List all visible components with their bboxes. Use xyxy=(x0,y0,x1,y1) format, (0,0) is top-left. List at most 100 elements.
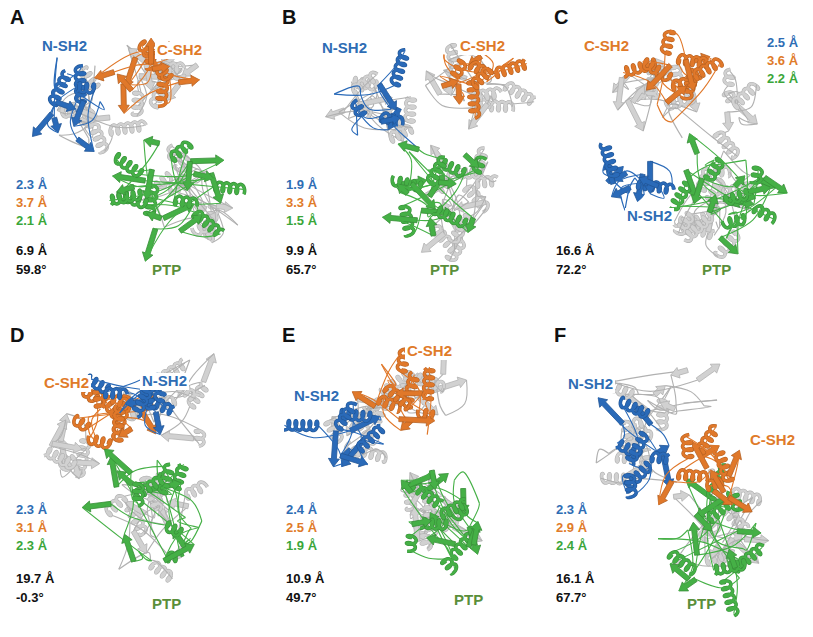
strand xyxy=(673,490,689,501)
value-label: 19.7 Å xyxy=(14,572,56,586)
strand xyxy=(429,470,440,490)
loop xyxy=(670,79,694,93)
protein-ribbon xyxy=(600,30,787,257)
helix-outline xyxy=(715,560,745,575)
helix xyxy=(284,421,318,431)
domain-ribbon xyxy=(613,58,700,131)
loop xyxy=(632,457,651,497)
helix-outline xyxy=(133,483,143,506)
domain-label: N-SH2 xyxy=(320,40,369,57)
value-label: 49.7° xyxy=(284,591,319,605)
loop xyxy=(428,170,456,184)
panel-letter: B xyxy=(280,6,298,28)
helix xyxy=(694,59,722,79)
domain-label: N-SH2 xyxy=(625,208,674,225)
domain-ribbon xyxy=(421,145,497,261)
helix xyxy=(353,72,378,94)
value-label: 2.4 Å xyxy=(284,503,319,517)
helix-outline xyxy=(171,142,192,161)
strand xyxy=(723,112,734,131)
helix-outline xyxy=(174,196,197,207)
helix xyxy=(491,101,514,111)
helix xyxy=(358,424,383,452)
domain-ribbon xyxy=(658,426,752,513)
helix xyxy=(133,483,143,506)
loop xyxy=(88,89,95,152)
domain-label: C-SH2 xyxy=(42,375,91,392)
helix-outline xyxy=(44,448,76,468)
strand xyxy=(201,354,216,383)
loop xyxy=(409,152,437,180)
loop xyxy=(706,232,718,257)
value-label: 65.7° xyxy=(284,263,319,277)
helix xyxy=(751,167,762,183)
helix xyxy=(195,430,205,446)
domain-label: PTP xyxy=(150,262,183,279)
loop xyxy=(404,168,479,206)
strand xyxy=(438,178,456,189)
value-label: 3.6 Å xyxy=(765,54,800,68)
domain-label: N-SH2 xyxy=(566,376,615,393)
domain-ribbon xyxy=(623,30,722,122)
strand xyxy=(463,153,479,168)
loop xyxy=(76,448,87,459)
domain-label: C-SH2 xyxy=(582,38,631,55)
value-label: 2.2 Å xyxy=(765,72,800,86)
protein-ribbon xyxy=(32,38,244,261)
domain-ribbon xyxy=(284,403,383,467)
strand xyxy=(665,86,687,105)
loop xyxy=(352,392,399,419)
domain-ribbon xyxy=(32,58,104,152)
helix-outline xyxy=(105,388,128,398)
loop xyxy=(109,174,193,201)
strand xyxy=(76,458,99,469)
domain-ribbon xyxy=(425,44,535,129)
loop xyxy=(665,386,704,406)
panel-letter: D xyxy=(8,324,26,346)
helix xyxy=(625,475,636,498)
loop xyxy=(659,458,688,504)
helix-outline xyxy=(625,475,636,498)
domain-label: PTP xyxy=(428,262,461,279)
helix xyxy=(156,173,171,188)
domain-label: PTP xyxy=(685,596,718,613)
loop xyxy=(142,194,221,204)
domain-ribbon xyxy=(334,50,417,148)
loop xyxy=(88,413,131,428)
helix-outline xyxy=(406,536,416,552)
loop xyxy=(70,95,79,139)
strand xyxy=(646,63,672,90)
domain-ribbon xyxy=(382,141,486,236)
helix xyxy=(423,368,434,400)
domain-ribbon xyxy=(142,145,238,242)
loop xyxy=(52,420,65,444)
loop xyxy=(419,150,444,160)
loop xyxy=(446,380,467,416)
strand xyxy=(118,427,132,438)
strand xyxy=(707,195,718,213)
helix-outline xyxy=(682,435,693,458)
strand xyxy=(116,184,134,195)
helix-outline xyxy=(165,522,182,535)
loop xyxy=(725,177,765,201)
strand xyxy=(153,412,164,435)
value-label: 1.9 Å xyxy=(284,178,319,192)
helix xyxy=(627,433,647,466)
helix-outline xyxy=(186,482,208,499)
loop xyxy=(174,143,190,200)
loop xyxy=(638,394,660,402)
value-label: 6.9 Å xyxy=(14,244,49,258)
loop xyxy=(727,84,756,112)
loop xyxy=(410,550,444,559)
value-label: 72.2° xyxy=(554,263,589,277)
helix-outline xyxy=(433,207,467,226)
panel-letter: A xyxy=(8,6,26,28)
helix xyxy=(600,143,618,176)
value-label: 2.3 Å xyxy=(14,503,49,517)
helix xyxy=(715,560,745,575)
protein-ribbon xyxy=(596,364,768,616)
domain-ribbon xyxy=(326,72,416,142)
domain-ribbon xyxy=(82,449,202,563)
value-label: 1.9 Å xyxy=(284,539,319,553)
